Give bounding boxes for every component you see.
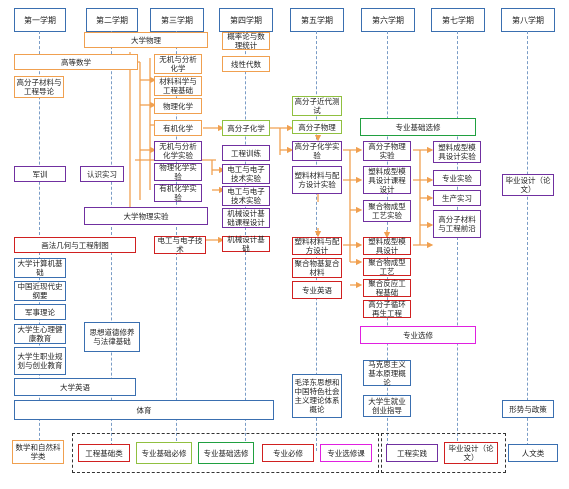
course-box: 聚合物成型工艺实验 (363, 200, 411, 222)
course-box: 物理化学实验 (154, 163, 202, 181)
course-box: 大学英语 (14, 378, 136, 396)
semester-header-4: 第四学期 (219, 8, 273, 32)
course-box: 高分子化学实验 (292, 141, 342, 161)
course-box: 高分子物理实验 (363, 141, 411, 161)
course-box: 无机与分析化学实验 (154, 141, 202, 161)
course-box: 机械设计基础 (222, 235, 270, 253)
course-box: 高分子材料与工程前沿 (433, 210, 481, 238)
course-box: 高分子材料与工程导论 (14, 76, 64, 98)
legend-item: 工程基础类 (78, 444, 130, 462)
course-box: 机械设计基础课程设计 (222, 208, 270, 228)
column-divider (527, 31, 528, 451)
course-box: 马克思主义基本原理概论 (363, 360, 411, 387)
legend-item: 毕业设计（论文） (444, 442, 498, 464)
course-box: 大学生心理健康教育 (14, 324, 66, 344)
course-box: 高分子近代测试 (292, 96, 342, 116)
course-box: 电工与电子技术 (154, 236, 206, 254)
course-box: 大学计算机基础 (14, 258, 66, 278)
semester-header-6: 第六学期 (361, 8, 415, 32)
course-box: 毕业设计（论文） (502, 174, 554, 196)
legend-group-frame (381, 433, 506, 473)
course-box: 高分子物理 (292, 120, 342, 134)
course-box: 专业基础选修 (360, 118, 476, 136)
course-box: 塑料材料与配方设计实验 (292, 166, 342, 194)
course-box: 形势与政策 (502, 400, 554, 418)
course-box: 聚合物基复合材料 (292, 258, 342, 278)
course-box: 高分子化学 (222, 120, 270, 136)
course-box: 专业实验 (433, 170, 481, 186)
course-box: 大学生就业创业指导 (363, 395, 411, 417)
course-box: 电工与电子技术实验 (222, 164, 270, 184)
course-box: 聚合反应工程基础 (363, 279, 411, 297)
course-box: 思想道德修养与法律基础 (84, 322, 140, 352)
semester-header-2: 第二学期 (86, 8, 138, 32)
legend-item: 专业基础必修 (136, 442, 192, 464)
course-box: 物理化学 (154, 98, 202, 114)
course-box: 认识实习 (80, 166, 124, 182)
legend-item: 专业选修课 (320, 444, 372, 462)
course-box: 无机与分析化学 (154, 54, 202, 74)
course-box: 毛泽东思想和中国特色社会主义理论体系概论 (292, 374, 342, 418)
column-divider (457, 31, 458, 451)
legend-item: 人文类 (508, 444, 558, 462)
course-box: 塑料成型模具设计课程设计 (363, 166, 411, 194)
course-box: 军事理论 (14, 304, 66, 320)
course-box: 材料科学与工程基础 (154, 76, 202, 96)
legend-item: 专业必修 (262, 444, 314, 462)
course-box: 大学物理 (84, 32, 208, 48)
semester-header-5: 第五学期 (290, 8, 344, 32)
legend-item: 数学和自然科学类 (12, 440, 64, 464)
course-box: 大学生职业规划与创业教育 (14, 347, 66, 375)
course-box: 专业英语 (292, 281, 342, 299)
course-box: 生产实习 (433, 190, 481, 206)
course-box: 塑料成型模具设计实验 (433, 141, 481, 163)
legend-item: 工程实践 (386, 444, 438, 462)
semester-header-7: 第七学期 (431, 8, 485, 32)
course-box: 中国近现代史纲要 (14, 281, 66, 301)
legend-group-frame (72, 433, 379, 473)
course-box: 画法几何与工程制图 (14, 237, 136, 253)
course-box: 有机化学 (154, 120, 202, 136)
course-box: 线性代数 (222, 56, 270, 72)
course-box: 体育 (14, 400, 274, 420)
course-box: 塑料成型模具设计 (363, 237, 411, 255)
semester-header-1: 第一学期 (14, 8, 66, 32)
course-box: 工程训练 (222, 145, 270, 161)
course-box: 高分子循环再生工程 (363, 300, 411, 318)
semester-header-3: 第三学期 (150, 8, 204, 32)
course-box: 塑料材料与配方设计 (292, 237, 342, 255)
course-box: 聚合物成型工艺 (363, 258, 411, 276)
course-box: 专业选修 (360, 326, 476, 344)
legend-item: 专业基础选修 (198, 442, 254, 464)
semester-header-8: 第八学期 (501, 8, 555, 32)
course-box: 有机化学实验 (154, 184, 202, 202)
course-box: 电工与电子技术实验 (222, 186, 270, 206)
course-box: 大学物理实验 (84, 207, 208, 225)
course-box: 军训 (14, 166, 66, 182)
course-box: 概率论与数理统计 (222, 32, 270, 50)
course-box: 高等数学 (14, 54, 138, 70)
